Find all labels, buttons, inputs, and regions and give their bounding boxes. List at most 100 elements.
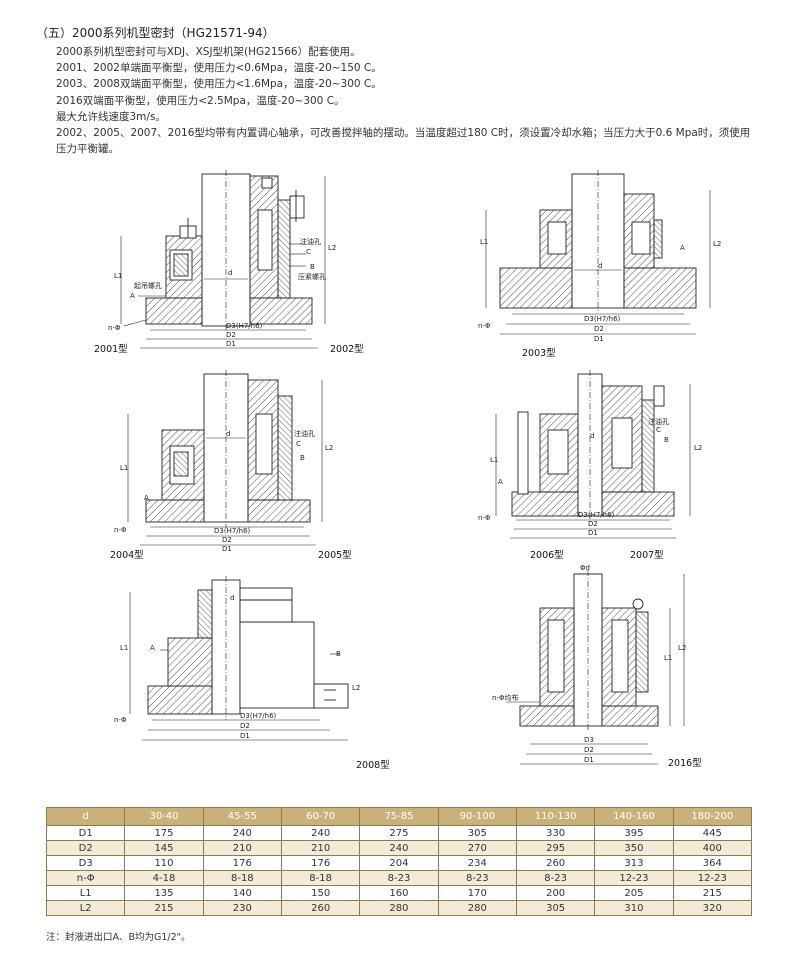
table-cell: 305	[437, 825, 517, 841]
label-n-phi: n-Φ	[478, 514, 491, 522]
label-port-b: B	[664, 436, 669, 444]
label-port-c: C	[306, 248, 311, 256]
table-cell: 8-23	[515, 870, 596, 886]
label-d3: D3(H7/h6)	[214, 527, 251, 535]
table-cell: 8-23	[359, 870, 439, 886]
table-cell: 175	[124, 825, 204, 841]
table-cell: 135	[124, 885, 204, 901]
table-cell: 140	[202, 885, 282, 901]
table-cell: 170	[437, 885, 517, 901]
table-cell: 230	[202, 900, 282, 916]
table-cell: 320	[672, 900, 753, 916]
label-d: Φd	[580, 564, 590, 572]
table-cell: 145	[124, 840, 204, 856]
table-cell: D3	[45, 855, 126, 871]
model-label-2002: 2002型	[330, 344, 364, 355]
label-d2: D2	[588, 520, 598, 528]
label-port-a: A	[680, 244, 685, 252]
label-oil-hole: 注油孔	[300, 237, 321, 246]
label-n-phi: n-Φ	[478, 322, 491, 330]
table-cell: 280	[359, 900, 439, 916]
table-cell: D2	[45, 840, 126, 856]
label-d1: D1	[584, 756, 594, 764]
table-cell: 364	[672, 855, 753, 871]
label-l1: L1	[120, 464, 128, 472]
description: 2000系列机型密封可与XDJ、XSJ型机架(HG21566）配套使用。 200…	[56, 44, 756, 157]
label-press-bolt: 压紧螺孔	[298, 272, 326, 281]
label-d2: D2	[222, 536, 232, 544]
label-port-b: B	[310, 263, 315, 271]
table-cell: 240	[202, 825, 282, 841]
label-l1: L1	[480, 238, 488, 246]
table-cell: 395	[594, 825, 674, 841]
label-port-c: C	[296, 440, 301, 448]
table-cell: 260	[280, 900, 361, 916]
drawing-2004-2005	[127, 370, 323, 546]
label-d1: D1	[240, 732, 250, 740]
label-port-b: B	[336, 650, 341, 658]
table-header-cell: 140-160	[594, 807, 674, 826]
label-d2: D2	[240, 722, 250, 730]
table-cell: 275	[359, 825, 439, 841]
label-l1: L1	[490, 456, 498, 464]
table-cell: 8-18	[280, 870, 361, 886]
model-label-2007: 2007型	[630, 550, 664, 561]
table-header-cell: 90-100	[437, 807, 517, 826]
table-cell: 445	[672, 825, 753, 841]
table-cell: 270	[437, 840, 517, 856]
table-header-cell: d	[45, 807, 126, 826]
footnote: 注：封液进出口A、B均为G1/2"。	[46, 932, 191, 943]
section-title: （五）2000系列机型密封（HG21571-94）	[36, 26, 275, 40]
model-label-2003: 2003型	[522, 348, 556, 359]
label-d3: D3(H7/h6)	[226, 322, 263, 330]
table-cell: L1	[45, 885, 126, 901]
model-label-2008: 2008型	[356, 760, 390, 771]
table-cell: 210	[202, 840, 282, 856]
label-oil-hole: 注油孔	[294, 429, 315, 438]
table-cell: 200	[515, 885, 596, 901]
table-cell: 110	[124, 855, 204, 871]
table-row: D3 110 176 176 204 234 260 313 364	[45, 855, 753, 871]
table-cell: 215	[672, 885, 753, 901]
label-d: d	[590, 432, 594, 440]
label-d1: D1	[588, 529, 598, 537]
label-l2: L2	[352, 684, 360, 692]
table-cell: D1	[45, 825, 126, 841]
label-oil-hole: 注油孔	[648, 417, 669, 426]
drawing-2001-2002	[120, 170, 326, 349]
label-d2: D2	[584, 746, 594, 754]
label-d1: D1	[222, 545, 232, 553]
label-d: d	[226, 430, 230, 438]
model-label-2004: 2004型	[110, 550, 144, 561]
table-cell: 305	[515, 900, 596, 916]
table-cell: 310	[594, 900, 674, 916]
table-cell: n-Φ	[45, 870, 126, 886]
label-l2: L2	[325, 444, 333, 452]
drawing-2006-2007	[495, 370, 691, 539]
model-label-2001: 2001型	[94, 344, 128, 355]
label-l1: L1	[114, 272, 122, 280]
table-header-cell: 45-55	[202, 807, 282, 826]
table-cell: 234	[437, 855, 517, 871]
label-d: d	[230, 594, 234, 602]
model-label-2006: 2006型	[530, 550, 564, 561]
label-port-a: A	[130, 292, 135, 300]
table-cell: 176	[202, 855, 282, 871]
label-l2: L2	[713, 240, 721, 248]
label-n-phi: n-Φ	[114, 526, 127, 534]
label-d1: D1	[594, 335, 604, 343]
description-line: 2002、2005、2007、2016型均带有内置调心轴承，可改善搅拌轴的摆动。…	[56, 127, 751, 156]
table-cell: 4-18	[124, 870, 204, 886]
label-d: d	[228, 269, 232, 277]
label-port-c: C	[656, 426, 661, 434]
table-row: L2 215 230 260 280 280 305 310 320	[45, 900, 753, 916]
table-cell: 295	[515, 840, 596, 856]
table-header-cell: 30-40	[124, 807, 204, 826]
table-cell: 150	[280, 885, 361, 901]
label-d2: D2	[226, 331, 236, 339]
table-cell: 215	[124, 900, 204, 916]
label-l2: L2	[678, 644, 686, 652]
table-cell: 8-18	[202, 870, 282, 886]
label-port-a: A	[150, 644, 155, 652]
